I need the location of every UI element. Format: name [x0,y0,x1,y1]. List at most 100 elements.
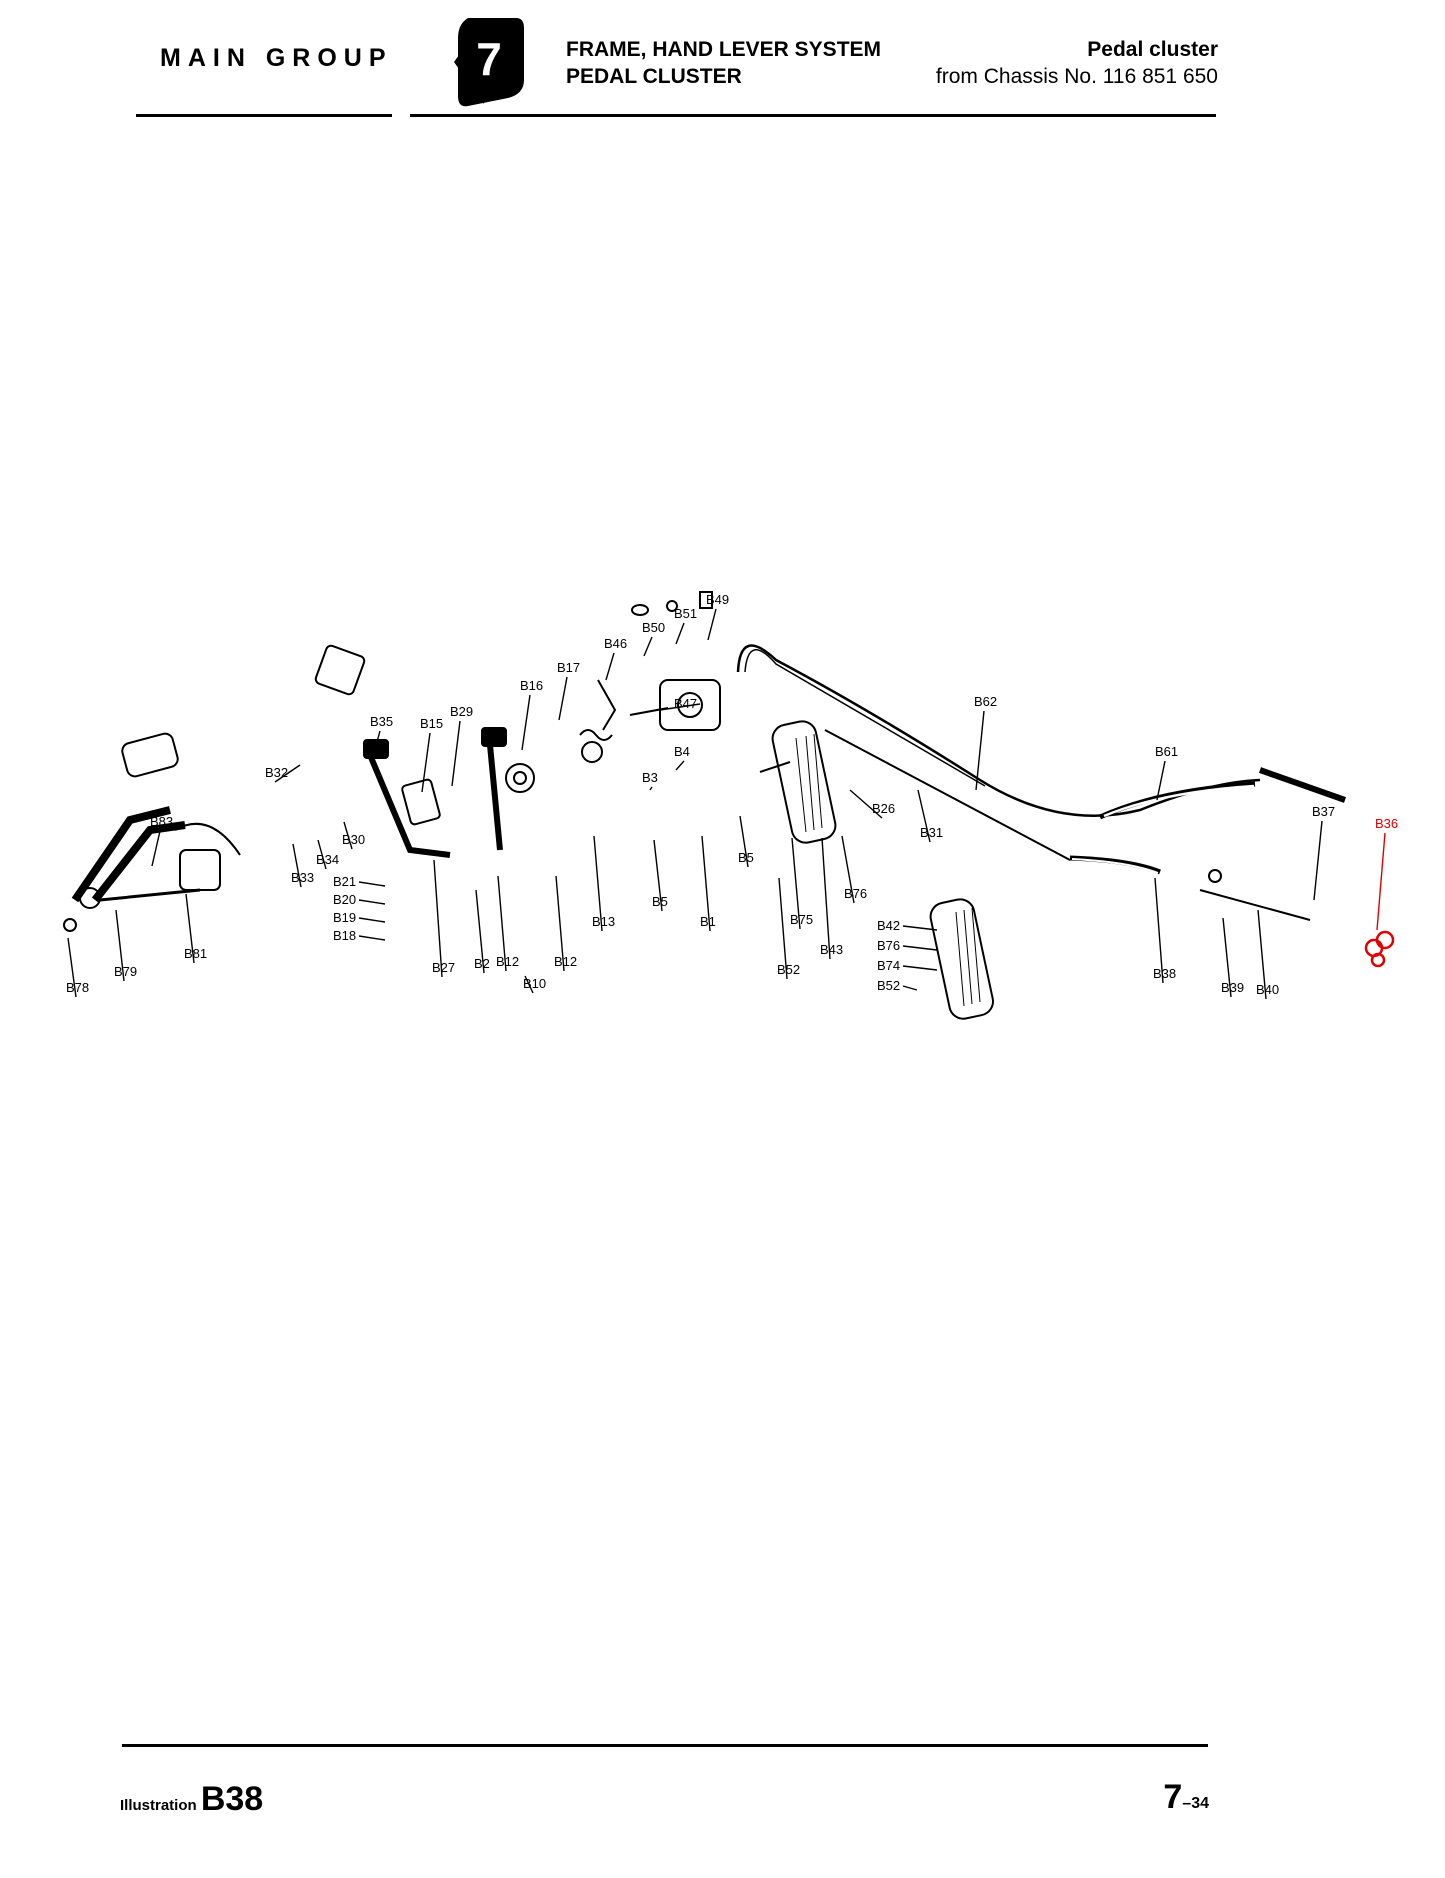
leader-line [643,636,653,657]
part-label: B42 [877,918,900,933]
leader-line [975,710,985,791]
part-label: B62 [974,694,997,709]
leader-line [593,835,603,932]
part-label: B4 [674,744,690,759]
leader-line [902,945,938,951]
header-title-line2: PEDAL CLUSTER [566,65,742,88]
header-rule-left [136,114,392,117]
part-label: B52 [777,962,800,977]
leader-line [675,760,685,771]
leader-line [649,786,653,791]
part-label: B29 [450,704,473,719]
leader-line [653,839,663,912]
part-label: B35 [370,714,393,729]
part-label: B5 [738,850,754,865]
leader-line [821,837,831,960]
part-label: B12 [554,954,577,969]
part-label: B36 [1375,816,1398,831]
leader-line [675,622,685,645]
leader-line [1376,832,1386,931]
leader-line [358,917,386,923]
leader-line [659,703,701,711]
header-right-line1: Pedal cluster [1087,38,1218,61]
part-label: B20 [333,892,356,907]
main-group-heading: MAIN GROUP [160,44,393,72]
leader-line [317,839,327,870]
part-label: B46 [604,636,627,651]
leader-line [849,789,883,819]
part-label: B50 [642,620,665,635]
leader-line [358,935,386,941]
part-label: B49 [706,592,729,607]
leader-line [1313,820,1323,901]
footer-rule [122,1744,1208,1747]
leader-line [433,859,443,978]
leader-lines [67,608,1386,1000]
part-label: B13 [592,914,615,929]
leader-line [343,821,353,850]
part-label: B15 [420,716,443,731]
badge-shape [454,18,524,107]
leader-line [555,875,565,972]
part-label: B26 [872,801,895,816]
part-label: B76 [844,886,867,901]
part-label: B38 [1153,966,1176,981]
page-number: 7–34 [1163,1778,1209,1817]
part-drawings [63,591,1395,1020]
leader-line [791,837,801,930]
part-label: B43 [820,942,843,957]
group-number: 7 [476,33,502,85]
part-label: B75 [790,912,813,927]
leader-line [292,843,302,888]
header-title-line1: FRAME, HAND LEVER SYSTEM [566,38,882,61]
part-label: B78 [66,980,89,995]
leader-line [151,830,161,867]
leader-line [185,893,195,964]
part-label: B51 [674,606,697,621]
leader-line [739,815,749,868]
part-label: B5 [652,894,668,909]
part-label: B3 [642,770,658,785]
header-title: FRAME, HAND LEVER SYSTEM PEDAL CLUSTER [566,36,881,90]
part-label: B79 [114,964,137,979]
leader-line [451,720,461,787]
part-label: B47 [674,696,697,711]
leader-line [274,764,301,783]
part-label: B12 [496,954,519,969]
leader-line [521,694,531,751]
header-right-line2: from Chassis No. 116 851 650 [935,65,1218,88]
leader-line [421,732,431,793]
leader-line [115,909,125,982]
leader-line [605,652,615,681]
part-label: B61 [1155,744,1178,759]
illustration-caption: Illustration B38 [120,1780,263,1819]
leader-line [358,899,386,905]
leader-line [524,975,534,994]
leader-line [917,789,931,843]
illustration-id: B38 [200,1780,264,1818]
leader-line [902,925,938,931]
part-label: B81 [184,946,207,961]
part-label: B39 [1221,980,1244,995]
part-label: B76 [877,938,900,953]
leader-line [841,835,855,904]
part-label: B17 [557,660,580,675]
part-label: B10 [523,976,546,991]
part-label: B32 [265,765,288,780]
leader-line [371,730,381,761]
leader-line [1156,760,1166,801]
header-subtitle: Pedal cluster from Chassis No. 116 851 6… [936,36,1218,90]
leader-line [558,676,568,721]
part-label: B30 [342,832,365,847]
part-label: B83 [150,814,173,829]
part-label: B19 [333,910,356,925]
part-label: B52 [877,978,900,993]
page-number-sub: –34 [1182,1795,1209,1812]
illustration-word: Illustration [120,1797,197,1814]
part-label: B74 [877,958,900,973]
part-label: B37 [1312,804,1335,819]
leader-line [358,881,386,887]
